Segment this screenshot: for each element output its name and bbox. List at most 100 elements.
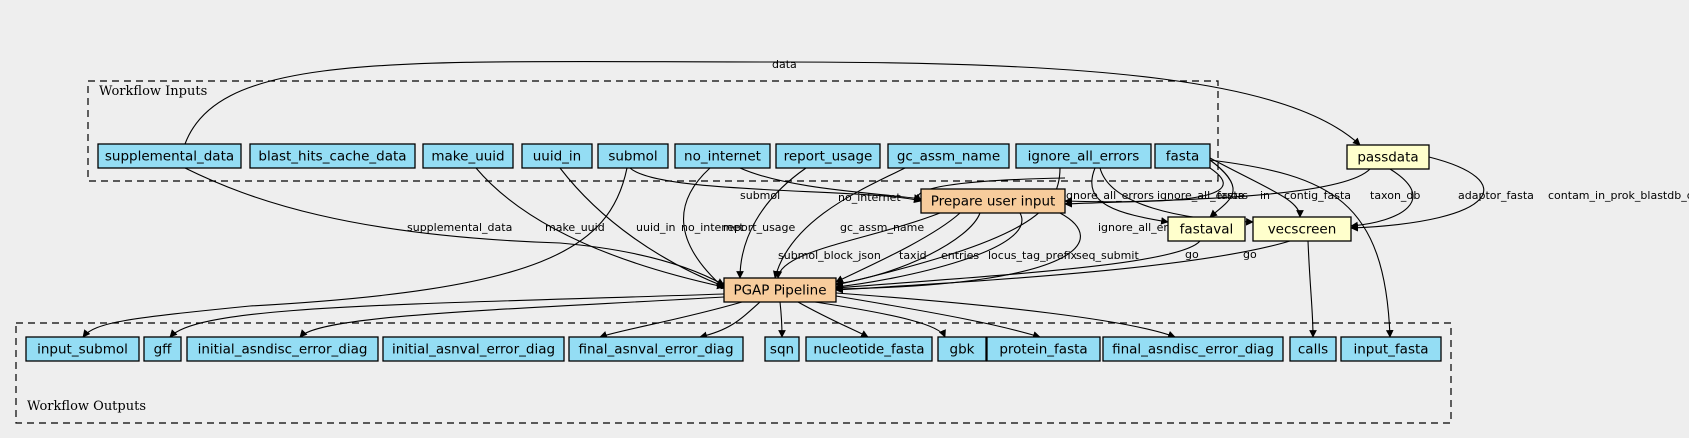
node-sqn[interactable]: sqn [764,336,800,362]
node-initial_asndisc_error_diag[interactable]: initial_asndisc_error_diag [186,336,379,362]
edge-gc_assm_name-to-pgap [773,167,906,279]
node-pgap[interactable]: PGAP Pipeline [723,277,837,303]
node-initial_asnval_error_diag[interactable]: initial_asnval_error_diag [382,336,565,362]
edge-label-e21: contam_in_prok_blastdb_dir [1548,189,1689,202]
node-box [186,336,379,362]
node-gff[interactable]: gff [143,336,182,362]
edge-label-e26: seq_submit [1076,249,1139,262]
edge-pgap-to-gbk [814,301,946,338]
edge-line [599,301,743,339]
edge-line [778,301,786,338]
edge-line [184,60,1361,146]
node-label: calls [1298,342,1328,358]
edge-label-e15: fasta [1217,189,1244,202]
node-blast_hits_cache_data[interactable]: blast_hits_cache_data [249,143,416,169]
edge-line [835,212,961,283]
edge-pgap-to-initial_asndisc_error_diag [299,296,725,338]
edge-label-e2: supplemental_data [407,221,512,234]
edge-no_internet-to-prepare [739,167,922,202]
edge-line [299,296,725,338]
node-label: gc_assm_name [897,149,1000,165]
edge-line [835,212,1081,293]
node-box [1015,143,1152,169]
node-make_uuid[interactable]: make_uuid [422,143,514,169]
edge-submol-to-prepare [629,167,922,204]
edge-label-e10: gc_assm_name [840,221,924,234]
edge-label-e28: go [1243,248,1257,261]
node-label: input_submol [37,342,128,358]
node-prepare[interactable]: Prepare user input [920,188,1066,214]
edge-line [683,167,725,289]
node-label: initial_asnval_error_diag [392,342,555,358]
edge-line [629,167,922,204]
edge-line [169,293,725,338]
edge-ignore_all_errors-to-prepare [913,177,1066,202]
edge-pgap-to-sqn [778,301,786,338]
edge-label-e25: locus_tag_prefix [988,249,1078,262]
edge-make_uuid-to-pgap [475,167,725,290]
node-label: protein_fasta [999,342,1087,358]
edge-label-e12: ignore_all_errors [1063,189,1154,202]
edge-label-e4: uuid_in [636,221,676,234]
node-label: gbk [950,342,975,358]
edge-line [475,167,725,290]
node-input_submol[interactable]: input_submol [25,336,140,362]
node-no_internet[interactable]: no_internet [674,143,771,169]
node-vecscreen[interactable]: vecscreen [1252,216,1352,242]
node-nucleotide_fasta[interactable]: nucleotide_fasta [805,336,933,362]
edge-prepare-to-pgap [835,212,1023,291]
node-box [1346,144,1430,170]
node-label: ignore_all_errors [1028,149,1140,165]
cluster-outputs: Workflow Outputs [15,322,1452,424]
node-box [25,336,140,362]
edge-uuid_in-to-pgap [559,167,729,290]
node-label: sqn [770,342,794,358]
cluster-border [87,80,1219,182]
edge-vecscreen-to-calls [1307,240,1317,338]
edge-fasta-to-fastaval [1209,159,1234,218]
node-fastaval[interactable]: fastaval [1167,216,1246,242]
node-input_fasta[interactable]: input_fasta [1340,336,1442,362]
edge-line [835,240,1201,292]
node-box [1154,143,1211,169]
node-supplemental_data[interactable]: supplemental_data [97,143,242,169]
edge-label-e1: data [772,58,797,71]
edge-label-e16: in [1260,189,1270,202]
node-ignore_all_errors[interactable]: ignore_all_errors [1015,143,1152,169]
node-passdata[interactable]: passdata [1346,144,1430,170]
edge-line [1307,240,1317,338]
edge-line [1209,159,1394,338]
node-gbk[interactable]: gbk [937,336,987,362]
node-box [97,143,242,169]
node-calls[interactable]: calls [1289,336,1337,362]
node-label: report_usage [784,149,873,165]
node-final_asnval_error_diag[interactable]: final_asnval_error_diag [568,336,744,362]
node-fasta[interactable]: fasta [1154,143,1211,169]
node-box [1102,336,1284,362]
node-report_usage[interactable]: report_usage [775,143,881,169]
edge-line [797,301,869,338]
edge-label-e20: adaptor_fasta [1458,189,1534,202]
edge-line [835,240,1291,294]
edge-supplemental_data-to-passdata [184,60,1361,146]
edge-fasta-to-input_fasta [1209,159,1394,338]
node-uuid_in[interactable]: uuid_in [521,143,593,169]
node-label: supplemental_data [105,149,234,165]
edge-label-e3: make_uuid [545,221,605,234]
cluster-label: Workflow Inputs [99,84,207,99]
node-label: input_fasta [1353,342,1428,358]
edge-line [699,301,761,340]
edge-passdata-to-vecscreen [1350,168,1414,230]
edge-line [835,295,1041,339]
node-protein_fasta[interactable]: protein_fasta [986,336,1101,362]
node-label: initial_asndisc_error_diag [198,342,368,358]
cluster-label: Workflow Outputs [27,399,146,414]
edge-label-e13: ignore_all_errors [1157,189,1248,202]
edge-passdata-to-vecscreen [1350,156,1485,232]
edge-label-e9: report_usage [723,221,796,234]
edge-line [773,167,906,279]
node-submol[interactable]: submol [597,143,669,169]
node-gc_assm_name[interactable]: gc_assm_name [887,143,1010,169]
node-final_asndisc_error_diag[interactable]: final_asndisc_error_diag [1102,336,1284,362]
edge-label-e8: no_internet [838,191,901,204]
